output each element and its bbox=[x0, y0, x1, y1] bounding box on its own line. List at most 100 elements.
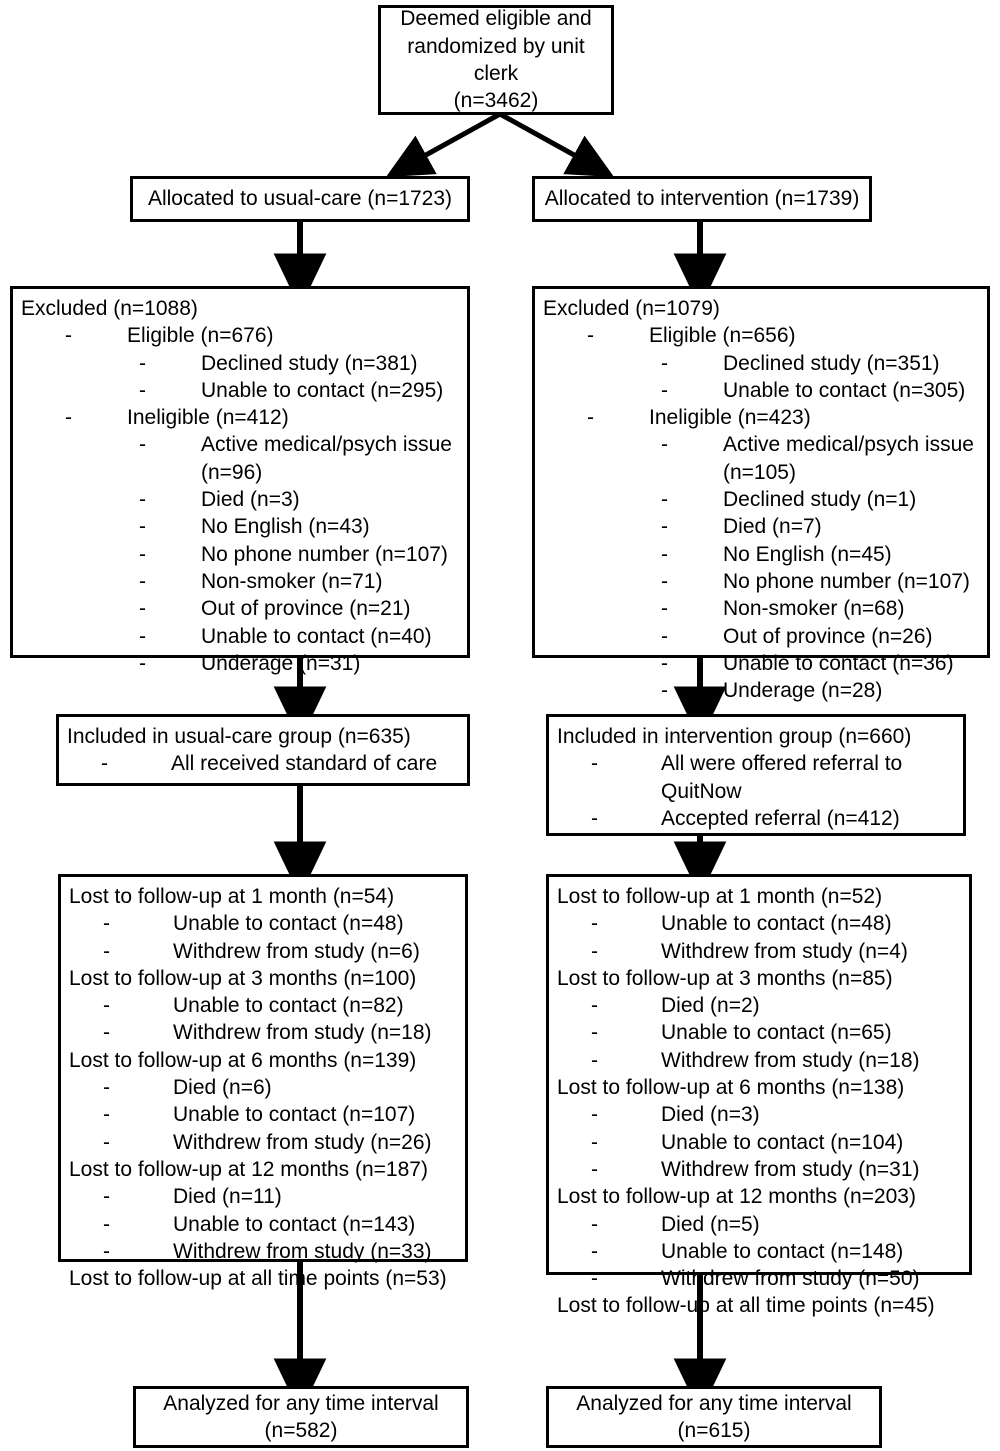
list-item: - Ineligible (n=412) bbox=[65, 404, 459, 431]
bullet-dash-icon: - bbox=[591, 1130, 598, 1154]
list-item: -Withdrew from study (n=18) bbox=[103, 1019, 457, 1046]
list-item: -Unable to contact (n=305) bbox=[661, 377, 979, 404]
analyzed-left-line-1: Analyzed for any time interval bbox=[163, 1391, 439, 1415]
list-item: Lost to follow-up at all time points (n=… bbox=[69, 1265, 457, 1292]
bullet-dash-icon: - bbox=[139, 651, 146, 675]
list-item-label: Lost to follow-up at 1 month (n=52) bbox=[557, 885, 883, 908]
randomized-line-3: clerk bbox=[473, 62, 519, 85]
list-item-label: Ineligible (n=412) bbox=[127, 406, 289, 430]
list-item: -Died (n=11) bbox=[103, 1183, 457, 1210]
list-item-label: All received standard of care bbox=[171, 752, 438, 776]
list-item-label: Eligible (n=676) bbox=[127, 324, 274, 348]
bullet-dash-icon: - bbox=[139, 433, 146, 457]
list-item: -Died (n=3) bbox=[591, 1101, 961, 1128]
list-item: -Withdrew from study (n=4) bbox=[591, 938, 961, 965]
list-item: Lost to follow-up at all time points (n=… bbox=[557, 1292, 961, 1319]
bullet-dash-icon: - bbox=[139, 488, 146, 512]
bullet-dash-icon: - bbox=[103, 1021, 110, 1045]
bullet-dash-icon: - bbox=[591, 1048, 598, 1072]
bullet-dash-icon: - bbox=[661, 488, 668, 512]
bullet-dash-icon: - bbox=[661, 624, 668, 648]
node-included-usual-care: Included in usual-care group (n=635) - Al… bbox=[56, 714, 470, 786]
bullet-dash-icon: - bbox=[103, 939, 110, 963]
list-item-label: Unable to contact (n=40) bbox=[201, 624, 432, 648]
list-item-label: No English (n=45) bbox=[723, 542, 892, 566]
bullet-dash-icon: - bbox=[591, 912, 598, 936]
list-item: -Accepted referral (n=412) bbox=[591, 805, 955, 832]
list-item-label: Lost to follow-up at 6 months (n=138) bbox=[557, 1076, 905, 1100]
list-item: - Died (n=7) bbox=[661, 513, 979, 540]
list-item-label: Unable to contact (n=143) bbox=[173, 1212, 416, 1236]
list-item-label: Out of province (n=21) bbox=[201, 597, 411, 621]
node-included-intervention: Included in intervention group (n=660) -… bbox=[546, 714, 966, 836]
bullet-dash-icon: - bbox=[101, 752, 108, 776]
list-item-label: Non-smoker (n=71) bbox=[201, 569, 383, 593]
list-item-label: Ineligible (n=423) bbox=[649, 406, 811, 430]
list-item-label: Died (n=5) bbox=[661, 1212, 760, 1236]
analyzed-right-line-1: Analyzed for any time interval bbox=[576, 1391, 852, 1415]
bullet-dash-icon: - bbox=[591, 994, 598, 1018]
list-item: - Died (n=5) bbox=[591, 1211, 961, 1238]
list-item: -Withdrew from study (n=33) bbox=[103, 1238, 457, 1265]
node-lost-followup-intervention: Lost to follow-up at 1 month (n=52) -Unab… bbox=[546, 874, 972, 1317]
list-item-label: All were offered referral to QuitNow bbox=[661, 752, 903, 803]
list-item: -Unable to contact (n=148) bbox=[591, 1238, 961, 1265]
list-item: -Died (n=6) bbox=[103, 1074, 457, 1101]
list-item-label: Underage (n=28) bbox=[723, 679, 883, 703]
list-item: - Ineligible (n=423) bbox=[587, 404, 979, 431]
arrow-top-to-intervention bbox=[498, 111, 615, 178]
list-item: -No phone number (n=107) bbox=[661, 568, 979, 595]
list-item-label: Lost to follow-up at all time points (n=… bbox=[557, 1294, 935, 1318]
list-item: -Non-smoker (n=71) bbox=[139, 568, 459, 595]
bullet-dash-icon: - bbox=[139, 597, 146, 621]
list-item: - Eligible (n=676) bbox=[65, 322, 459, 349]
list-item-label: Active medical/psych issue (n=105) bbox=[723, 433, 974, 484]
list-item-label: Lost to follow-up at 12 months (n=203) bbox=[557, 1185, 916, 1209]
bullet-dash-icon: - bbox=[103, 1212, 110, 1236]
bullet-dash-icon: - bbox=[591, 752, 598, 776]
list-item-label: Out of province (n=26) bbox=[723, 624, 933, 648]
list-item-label: Lost to follow-up at 6 months (n=139) bbox=[69, 1048, 417, 1072]
list-item: Lost to follow-up at 1 month (n=52) bbox=[557, 883, 961, 910]
bullet-dash-icon: - bbox=[591, 806, 598, 830]
list-item-label: Unable to contact (n=48) bbox=[173, 912, 404, 936]
bullet-dash-icon: - bbox=[591, 1212, 598, 1236]
list-item: -Unable to contact (n=107) bbox=[103, 1101, 457, 1128]
bullet-dash-icon: - bbox=[103, 994, 110, 1018]
list-item: -Unable to contact (n=65) bbox=[591, 1019, 961, 1046]
list-item: Lost to follow-up at 3 months (n=85) bbox=[557, 965, 961, 992]
list-item: - Active medical/psych issue (n=105) bbox=[661, 431, 979, 486]
bullet-dash-icon: - bbox=[103, 1076, 110, 1100]
randomized-line-4: (n=3462) bbox=[453, 89, 539, 113]
bullet-dash-icon: - bbox=[139, 542, 146, 566]
node-analyzed-usual-care: Analyzed for any time interval (n=582) bbox=[133, 1386, 469, 1448]
bullet-dash-icon: - bbox=[661, 569, 668, 593]
bullet-dash-icon: - bbox=[587, 406, 594, 430]
included-left-header: Included in usual-care group (n=635) bbox=[67, 725, 411, 748]
bullet-dash-icon: - bbox=[661, 433, 668, 457]
list-item: Lost to follow-up at 6 months (n=138) bbox=[557, 1074, 961, 1101]
list-item-label: Declined study (n=1) bbox=[723, 488, 917, 512]
node-lost-followup-usual-care: Lost to follow-up at 1 month (n=54)-Unab… bbox=[58, 874, 468, 1290]
list-item: -No phone number (n=107) bbox=[139, 541, 459, 568]
allocated-intervention-label: Allocated to intervention (n=1739) bbox=[544, 187, 860, 211]
analyzed-left-line-2: (n=582) bbox=[264, 1419, 338, 1442]
node-excluded-intervention: Excluded (n=1079) -Eligible (n=656)-Decl… bbox=[532, 286, 990, 702]
list-item: -No English (n=45) bbox=[661, 541, 979, 568]
included-right-header: Included in intervention group (n=660) bbox=[557, 725, 912, 748]
arrow-top-to-usualcare bbox=[385, 111, 502, 178]
list-item-label: Underage (n=31) bbox=[201, 651, 361, 675]
bullet-dash-icon: - bbox=[661, 515, 668, 539]
bullet-dash-icon: - bbox=[139, 378, 146, 402]
list-item: -Withdrew from study (n=6) bbox=[103, 938, 457, 965]
bullet-dash-icon: - bbox=[661, 679, 668, 703]
list-item-label: Died (n=7) bbox=[723, 515, 822, 539]
list-item: -Unable to contact (n=295) bbox=[139, 377, 459, 404]
bullet-dash-icon: - bbox=[139, 351, 146, 375]
list-item: - Underage (n=31) bbox=[139, 650, 459, 677]
bullet-dash-icon: - bbox=[65, 324, 72, 348]
list-item-label: Non-smoker (n=68) bbox=[723, 597, 905, 621]
node-allocated-intervention: Allocated to intervention (n=1739) bbox=[532, 176, 872, 222]
bullet-dash-icon: - bbox=[65, 406, 72, 430]
list-item: -Unable to contact (n=40) bbox=[139, 623, 459, 650]
